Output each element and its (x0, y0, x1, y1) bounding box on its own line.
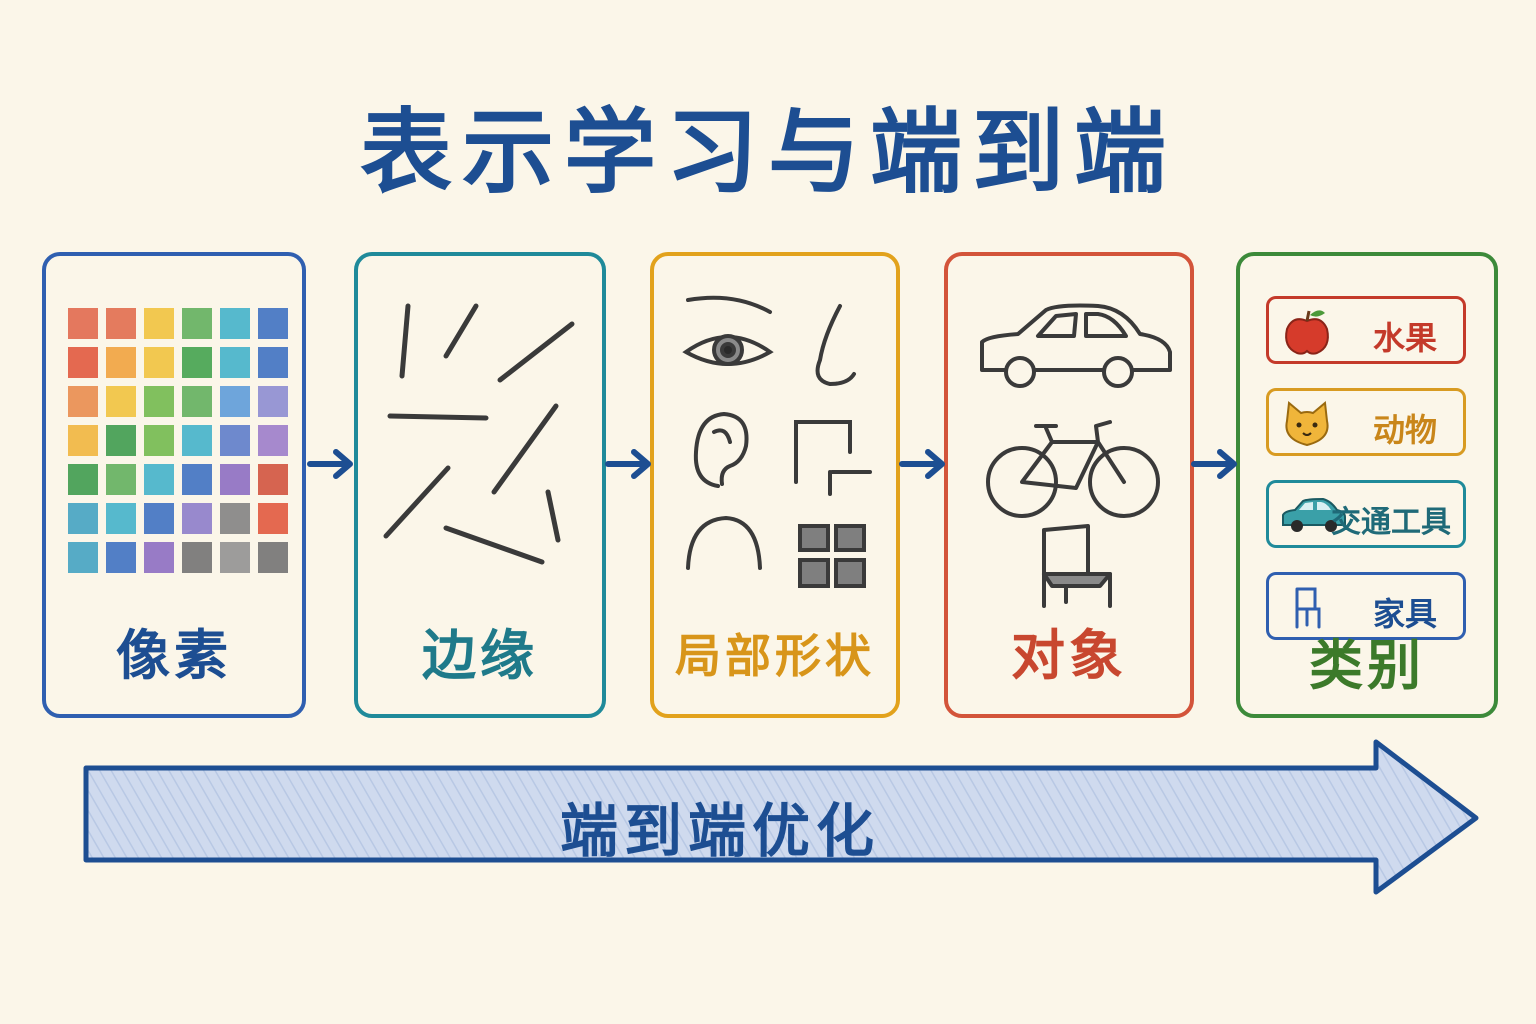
square-grid-icon (798, 524, 866, 588)
flow-arrow-icon (1191, 449, 1237, 479)
stage-local-shapes: 局部形状 (650, 252, 900, 718)
stage-pixels: 像素 (42, 252, 306, 718)
stage-label: 边缘 (422, 624, 538, 687)
pixel-cell (182, 464, 212, 495)
stage-edges: 边缘 (354, 252, 606, 718)
pixel-cell (220, 425, 250, 456)
category-label: 动物 (1372, 411, 1437, 449)
flow-arrow-icon (899, 449, 945, 479)
pixel-cell (106, 425, 136, 456)
eye-icon (682, 295, 774, 366)
car-icon (980, 303, 1172, 388)
pixel-cell (182, 503, 212, 534)
chair-icon (1042, 524, 1112, 608)
car-icon (1282, 497, 1346, 532)
category-furniture: 家具 (1266, 572, 1466, 640)
corner-lines-icon (794, 420, 872, 496)
category-fruit: 水果 (1266, 296, 1466, 364)
flow-arrow-icon (307, 449, 353, 479)
banner-label: 端到端优化 (560, 797, 881, 865)
pixel-grid-icon (68, 308, 288, 573)
pixel-cell (68, 347, 98, 378)
cat-icon (1285, 401, 1329, 447)
pixel-cell (106, 308, 136, 339)
apple-icon (1285, 310, 1329, 355)
pixel-cell (258, 503, 288, 534)
pixel-cell (106, 503, 136, 534)
pixel-cell (258, 308, 288, 339)
category-animal: 动物 (1266, 388, 1466, 456)
pixel-cell (182, 542, 212, 573)
pixel-cell (144, 425, 174, 456)
ear-icon (693, 411, 749, 488)
nose-icon (815, 304, 856, 387)
pixel-cell (182, 386, 212, 417)
pixel-cell (258, 347, 288, 378)
local-shapes-art (682, 295, 872, 588)
pixel-cell (258, 464, 288, 495)
stage-objects: 对象 (944, 252, 1194, 718)
pixel-cell (182, 308, 212, 339)
pixel-cell (106, 386, 136, 417)
stage-categories: 水果 动物 交通工具 家具 类别 (1236, 252, 1498, 718)
pixel-cell (258, 386, 288, 417)
pixel-cell (68, 308, 98, 339)
pixel-cell (182, 425, 212, 456)
objects-art (980, 303, 1172, 608)
stage-label: 类别 (1309, 634, 1425, 697)
edge-lines-icon (383, 303, 575, 565)
category-label: 水果 (1372, 319, 1437, 357)
pixel-cell (144, 386, 174, 417)
pixel-cell (106, 464, 136, 495)
category-vehicle: 交通工具 (1266, 480, 1466, 548)
pixel-cell (106, 347, 136, 378)
pixel-cell (182, 347, 212, 378)
pixel-cell (220, 386, 250, 417)
chair-icon (1295, 587, 1321, 629)
arc-icon (686, 515, 762, 570)
bicycle-icon (986, 420, 1160, 518)
pixel-cell (220, 347, 250, 378)
pixel-cell (144, 503, 174, 534)
pixel-cell (68, 464, 98, 495)
pixel-cell (258, 425, 288, 456)
pixel-cell (220, 503, 250, 534)
diagram-title: 表示学习与端到端 (359, 99, 1176, 206)
pixel-cell (68, 503, 98, 534)
pixel-cell (220, 464, 250, 495)
pixel-cell (68, 542, 98, 573)
pixel-cell (144, 464, 174, 495)
pixel-cell (144, 308, 174, 339)
stage-label: 像素 (116, 624, 232, 687)
flow-arrow-icon (605, 449, 651, 479)
pixel-cell (106, 542, 136, 573)
pixel-cell (258, 542, 288, 573)
pixel-cell (144, 347, 174, 378)
pixel-cell (68, 425, 98, 456)
category-label: 交通工具 (1331, 505, 1451, 540)
stage-label: 局部形状 (675, 629, 875, 683)
stage-label: 对象 (1011, 624, 1127, 687)
pixel-cell (220, 542, 250, 573)
pixel-cell (68, 386, 98, 417)
end-to-end-arrow (83, 739, 1479, 895)
pixel-cell (144, 542, 174, 573)
pixel-cell (220, 308, 250, 339)
category-label: 家具 (1372, 595, 1437, 633)
